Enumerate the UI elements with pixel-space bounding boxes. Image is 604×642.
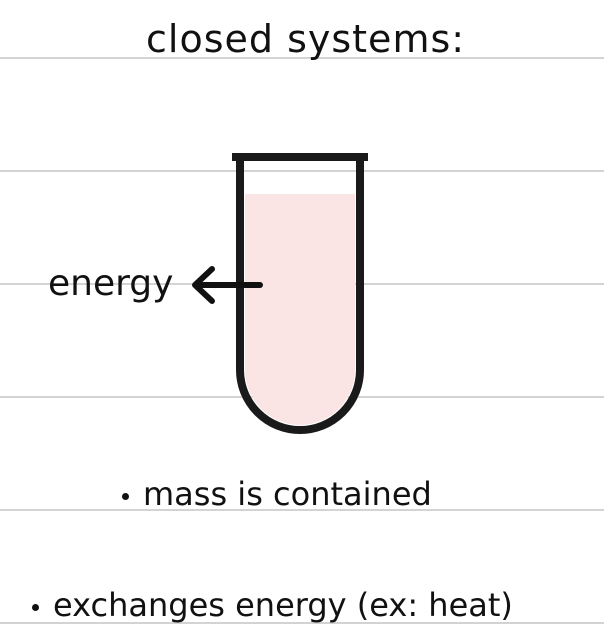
ruled-line: [0, 509, 604, 511]
note-text: exchanges energy (ex: heat): [53, 586, 513, 624]
ruled-line: [0, 57, 604, 59]
bullet-icon: [32, 603, 39, 611]
ruled-line: [0, 170, 604, 172]
note-text: mass is contained: [143, 475, 432, 513]
tube-fill: [245, 194, 355, 425]
test-tube-outline: [236, 158, 364, 434]
energy-label: energy: [48, 263, 174, 304]
page-title: closed systems:: [146, 17, 466, 61]
note-mass-contained: mass is contained: [122, 475, 432, 513]
ruled-line: [0, 622, 604, 624]
bullet-icon: [122, 492, 129, 500]
energy-arrow-icon: [192, 266, 263, 304]
note-exchanges-energy: exchanges energy (ex: heat): [32, 586, 513, 624]
